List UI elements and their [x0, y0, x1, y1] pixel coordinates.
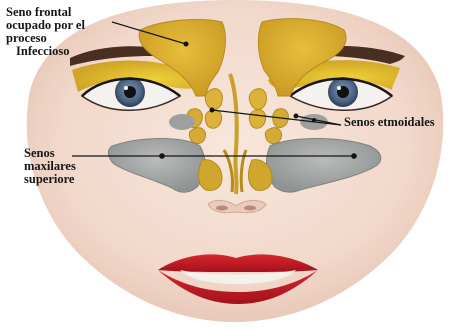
- label-frontal-line4: Infeccioso: [6, 45, 85, 58]
- pointer-dot-maxilar-left: [159, 153, 165, 159]
- label-maxilares-line3: superiore: [24, 173, 76, 186]
- label-maxillary-sinuses: Senos maxilares superiore: [24, 147, 76, 186]
- label-frontal-sinus: Seno frontal ocupado por el proceso Infe…: [6, 6, 85, 58]
- pointer-dot-maxilar-right: [351, 153, 357, 159]
- ethmoid-cell-grey-left: [169, 114, 195, 130]
- pointer-dot-frontal: [184, 42, 189, 47]
- label-ethmoid-sinuses: Senos etmoidales: [344, 116, 435, 129]
